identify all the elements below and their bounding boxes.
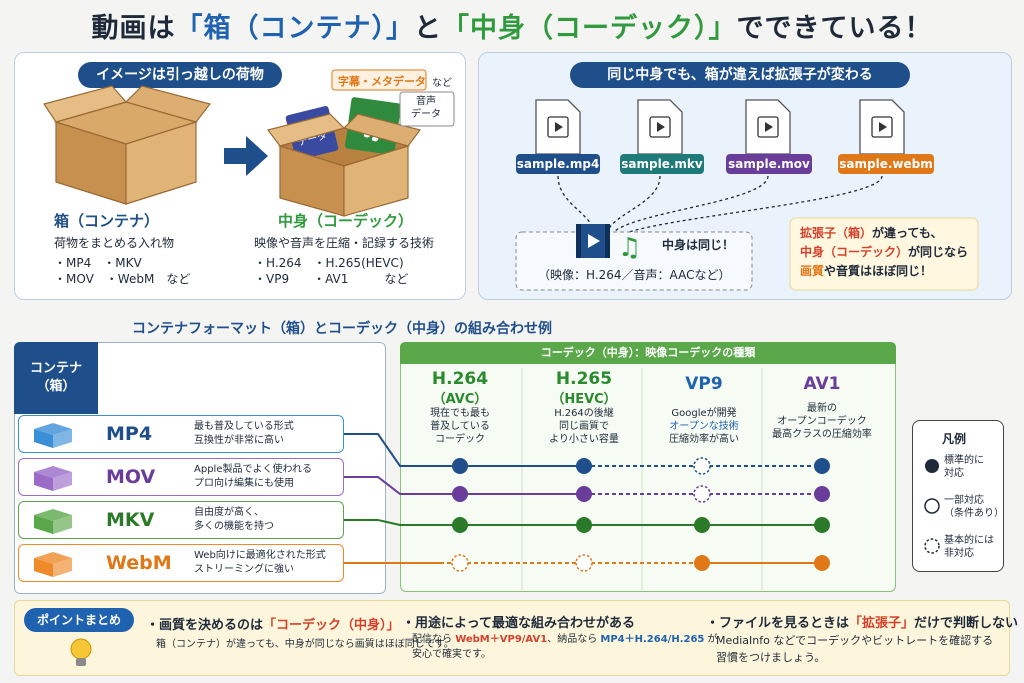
comparison-title: コンテナフォーマット（箱）とコーデック（中身）の組み合わせ例	[132, 321, 552, 337]
page-title: 動画は「箱（コンテナ）」と「中身（コーデック）」でできている！	[0, 6, 1024, 45]
container-box-icon	[34, 423, 72, 448]
support-marker-mkv-3	[814, 517, 830, 533]
title-box-term: 「箱（コンテナ）」	[175, 13, 414, 44]
point-1-body: 箱（コンテナ）が違っても、中身が同じなら画質はほぼ同じです。	[156, 639, 454, 650]
empty-box-icon	[43, 85, 212, 205]
video-file-icon	[576, 224, 610, 258]
codec-name-av1: AV1	[803, 374, 841, 394]
points-pill: ポイントまとめ	[24, 608, 134, 632]
content-example-list-2: ・VP9 ・AV1 など	[254, 272, 409, 286]
container-description: Web向けに最適化された形式ストリーミングに強い	[194, 550, 326, 575]
box-description: 荷物をまとめる入れ物	[54, 236, 175, 250]
title-part-3: でできている！	[736, 13, 933, 44]
container-name: MKV	[106, 509, 155, 531]
music-note-icon: ♫	[618, 233, 641, 263]
moving-box-illustration: 映像 データ ♫	[43, 69, 455, 217]
codec-column-head: コーデック（中身）：映像コーデックの種類	[400, 342, 896, 364]
codec-name-vp9: VP9	[685, 374, 723, 394]
support-marker-mov-2	[693, 485, 711, 503]
container-box-icon	[34, 466, 72, 491]
support-marker-mp4-0	[452, 458, 468, 474]
point-2-title: ・用途によって最適な組み合わせがある	[402, 616, 635, 631]
legend-title: 凡例	[942, 432, 967, 446]
support-marker-mkv-0	[452, 517, 468, 533]
legend-markers	[924, 459, 940, 554]
extension-pill: 同じ中身でも、箱が違えば拡張子が変わる	[570, 62, 910, 88]
codec-name-h264: H.264	[431, 369, 489, 389]
file-label-mp4: sample.mp4	[516, 154, 600, 174]
codec-desc-av1: 最新のオープンコーデック最高クラスの圧縮効率	[772, 403, 872, 440]
support-marker-mp4-3	[814, 458, 830, 474]
container-column-head: コンテナ （箱）	[14, 342, 98, 414]
support-marker-mov-3	[814, 486, 830, 502]
support-marker-webm-0	[451, 554, 469, 572]
point-1-title: ・画質を決めるのは「コーデック（中身）」	[146, 618, 400, 633]
codec-desc-vp9: Googleが開発オープンな技術圧縮効率が高い	[669, 408, 739, 445]
title-codec-term: 「中身（コーデック）」	[442, 13, 737, 44]
subtitle-metadata-tag: 字幕・メタデータ	[338, 75, 426, 88]
box-example-list-2: ・MOV ・WebM など	[54, 272, 191, 286]
file-label-mkv: sample.mkv	[620, 154, 704, 174]
file-label-mov: sample.mov	[726, 154, 812, 174]
content-example-list-1: ・H.264 ・H.265(HEVC)	[254, 256, 404, 270]
codec-name-h265: H.265	[555, 369, 613, 389]
support-marker-webm-2	[694, 555, 710, 571]
box-example-list-1: ・MP4 ・MKV	[54, 256, 142, 270]
point-3-body: MediaInfo などでコーデックやビットレートを確認する習慣をつけましょう。	[716, 634, 994, 664]
container-row-mkv	[18, 501, 344, 539]
container-connector	[344, 433, 440, 467]
content-detail: （映像：H.264／音声：AACなど）	[538, 268, 731, 282]
packed-box-icon: 映像 データ ♫	[266, 97, 422, 217]
support-marker-mkv-2	[694, 517, 710, 533]
moving-box-pill: イメージは引っ越しの荷物	[78, 62, 282, 88]
extension-note: 拡張子（箱）が違っても、 中身（コーデック）が同じなら 画質や音質はほぼ同じ！	[800, 226, 969, 278]
content-description: 映像や音声を圧縮・記録する技術	[254, 236, 435, 250]
support-marker-mp4-2	[693, 457, 711, 475]
point-3-title: ・ファイルを見るときは「拡張子」だけで判断しない	[706, 616, 1019, 631]
container-box-icon	[34, 552, 72, 577]
audio-data-tag: 音声 データ	[411, 96, 441, 120]
point-2-body: 配信なら WebM＋VP9/AV1、納品なら MP4＋H.264/H.265 が…	[412, 634, 718, 660]
support-marker-webm-3	[814, 555, 830, 571]
points-summary	[14, 600, 1010, 676]
container-name: MOV	[106, 466, 156, 488]
lightbulb-icon	[70, 638, 92, 666]
content-heading: 中身（コーデック）	[278, 212, 414, 230]
same-content-label: 中身は同じ！	[662, 238, 735, 252]
title-part-2: と	[414, 13, 442, 44]
codec-sub-h265: （HEVC）	[551, 392, 617, 407]
legend-partial-marker	[924, 498, 940, 514]
title-part-1: 動画は	[91, 13, 176, 44]
box-heading: 箱（コンテナ）	[54, 212, 160, 230]
legend-partial-label: 一部対応 （条件あり）	[944, 495, 1004, 519]
container-connector	[344, 519, 440, 526]
support-marker-webm-1	[575, 554, 593, 572]
container-row-webm	[18, 544, 344, 582]
tag-etc: など	[432, 78, 452, 89]
file-label-webm: sample.webm	[838, 154, 934, 174]
arrow-right-icon	[224, 136, 268, 176]
container-description: Apple製品でよく使われるプロ向け編集にも使用	[194, 464, 312, 489]
support-marker-mov-0	[452, 486, 468, 502]
support-marker-mov-1	[576, 486, 592, 502]
container-row-mov	[18, 458, 344, 496]
codec-sub-h264: （AVC）	[432, 392, 488, 407]
support-marker-mp4-1	[576, 458, 592, 474]
container-description: 自由度が高く、多くの機能を持つ	[194, 507, 274, 532]
codec-desc-h265: H.264の後継同じ画質でより小さい容量	[549, 408, 619, 445]
container-connector	[344, 476, 440, 495]
legend-full-label: 標準的に 対応	[944, 455, 984, 479]
container-row-mp4	[18, 415, 344, 453]
extension-diagram: ♫	[515, 99, 979, 291]
codec-desc-h264: 現在でも最も普及しているコーデック	[430, 408, 490, 445]
container-box-icon	[34, 509, 72, 534]
legend-none-label: 基本的には 非対応	[944, 535, 994, 559]
container-name: WebM	[106, 552, 172, 574]
support-marker-mkv-1	[576, 517, 592, 533]
legend-none-marker	[924, 538, 940, 554]
container-name: MP4	[106, 423, 153, 445]
container-description: 最も普及している形式互換性が非常に高い	[194, 421, 294, 446]
legend-full-marker	[925, 459, 939, 473]
